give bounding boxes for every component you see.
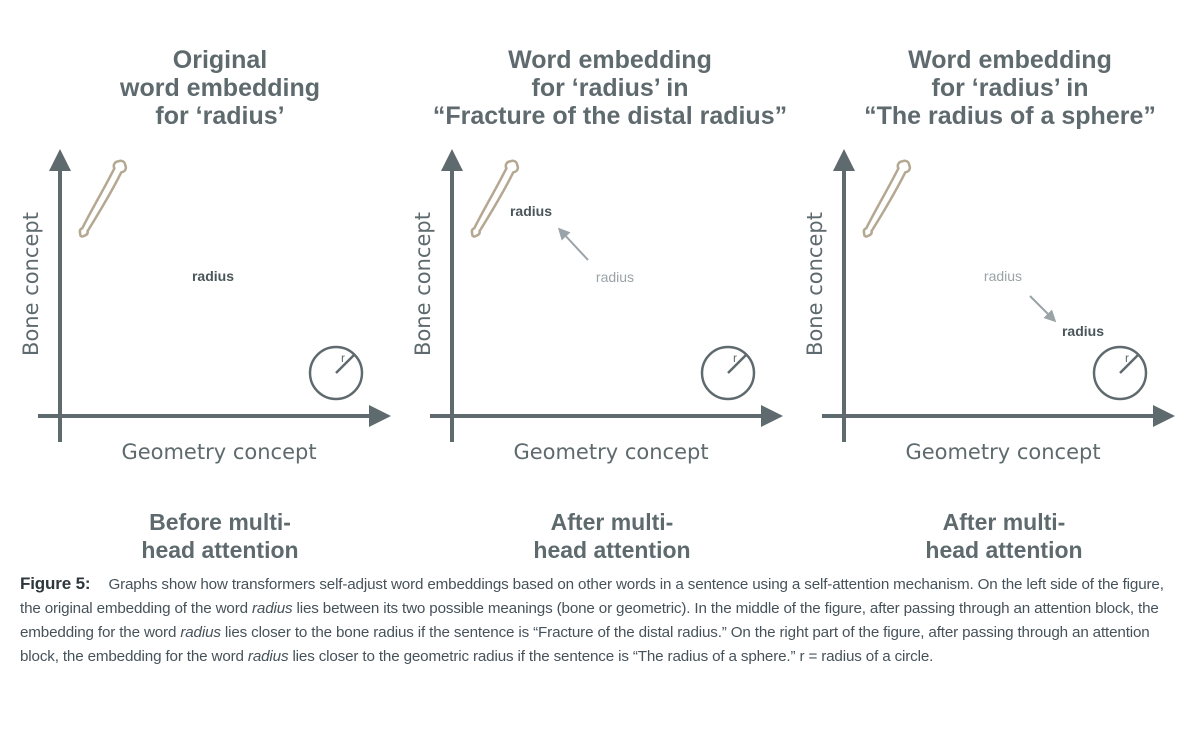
panel-2-diagram: radius radius r bbox=[430, 149, 783, 442]
panel-3-phase-label: After multi- head attention bbox=[925, 509, 1083, 563]
circle-radius-icon: r bbox=[700, 345, 756, 401]
shift-arrow bbox=[1029, 295, 1057, 323]
radius-label: r bbox=[733, 351, 737, 365]
embedding-word-final: radius bbox=[192, 268, 234, 284]
figure-caption: Figure 5:Graphs show how transformers se… bbox=[20, 572, 1185, 669]
radius-label: r bbox=[1125, 351, 1129, 365]
y-axis-label: Bone concept bbox=[803, 212, 827, 356]
panel-1-title: Original word embedding for ‘radius’ bbox=[120, 46, 320, 130]
shift-arrow bbox=[557, 227, 589, 261]
y-axis-label: Bone concept bbox=[19, 212, 43, 356]
caption-italic-3: radius bbox=[247, 648, 289, 665]
embedding-word-final: radius bbox=[510, 203, 552, 219]
caption-italic-1: radius bbox=[252, 600, 293, 617]
caption-text-2: lies between its two possible meanings (… bbox=[20, 600, 1159, 641]
panel-2-title: Word embedding for ‘radius’ in “Fracture… bbox=[432, 46, 788, 130]
caption-text-1: Graphs show how transformers self-adjust… bbox=[20, 576, 1164, 617]
embedding-word-original: radius bbox=[984, 268, 1022, 284]
x-axis-label: Geometry concept bbox=[905, 440, 1100, 464]
y-axis-label: Bone concept bbox=[411, 212, 435, 356]
bone-icon bbox=[78, 159, 128, 238]
circle-radius-icon: r bbox=[308, 345, 364, 401]
caption-text-3: lies closer to the bone radius if the se… bbox=[20, 624, 1150, 665]
circle-radius-icon: r bbox=[1092, 345, 1148, 401]
bone-icon bbox=[862, 159, 912, 238]
embedding-word-original: radius bbox=[596, 269, 634, 285]
radius-label: r bbox=[341, 351, 345, 365]
figure-label: Figure 5: bbox=[20, 574, 91, 593]
panel-3-diagram: radius radius r bbox=[822, 149, 1175, 442]
x-axis-label: Geometry concept bbox=[121, 440, 316, 464]
caption-text-4: lies closer to the geometric radius if t… bbox=[288, 648, 934, 665]
panel-3-title: Word embedding for ‘radius’ in “The radi… bbox=[864, 46, 1156, 130]
embedding-word-final: radius bbox=[1062, 323, 1104, 339]
caption-italic-2: radius bbox=[180, 624, 221, 641]
bone-icon bbox=[470, 159, 520, 238]
panel-1-phase-label: Before multi- head attention bbox=[141, 509, 299, 563]
x-axis-label: Geometry concept bbox=[513, 440, 708, 464]
panel-1-diagram: radius r bbox=[38, 149, 391, 442]
panel-2-phase-label: After multi- head attention bbox=[533, 509, 691, 563]
